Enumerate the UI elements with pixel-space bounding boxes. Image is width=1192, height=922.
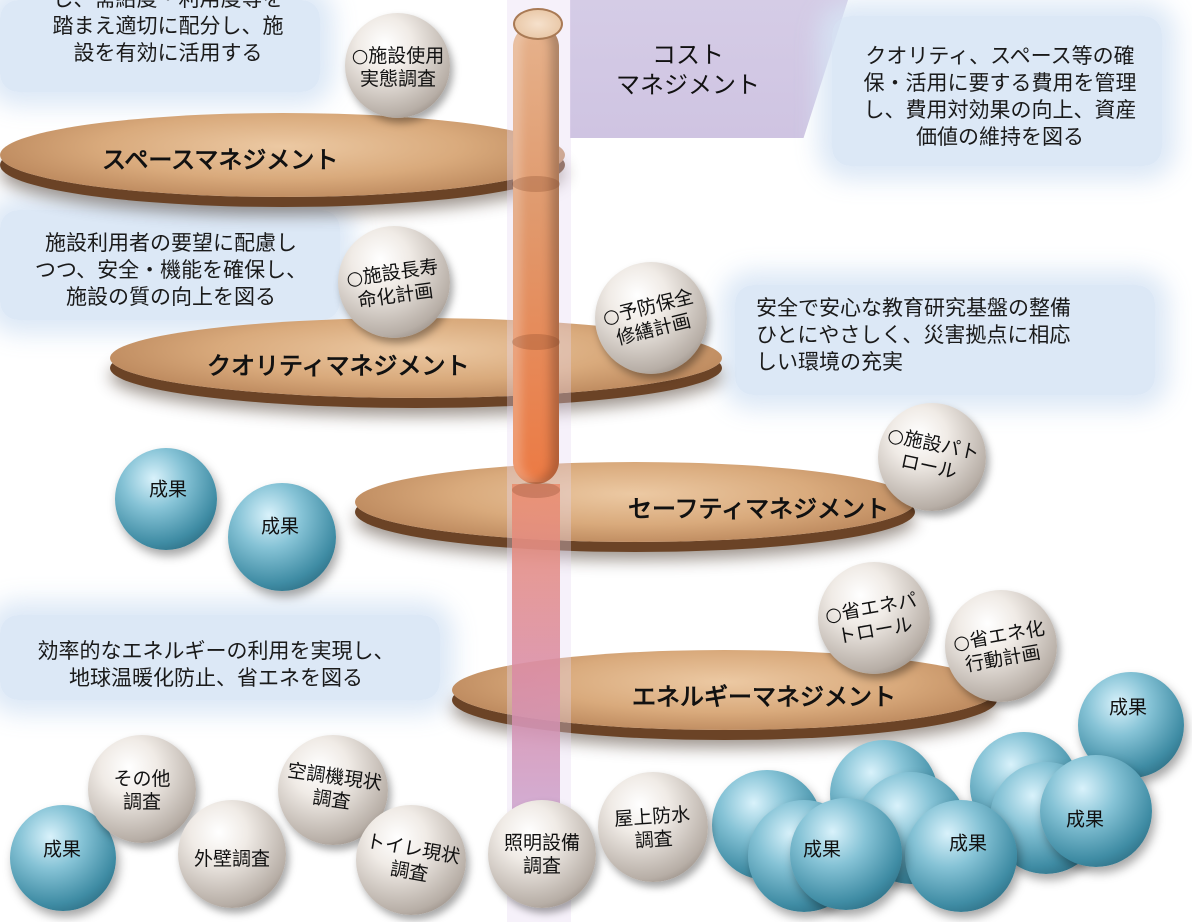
safety-description: 安全で安心な教育研究基盤の整備 ひとにやさしく、災害拠点に相応 しい環境の充実: [756, 296, 1071, 374]
result-label: 成果: [42, 838, 82, 861]
pillar-ring: [512, 482, 560, 498]
result-label: 成果: [260, 515, 300, 538]
pearl-sphere: [345, 13, 450, 118]
other-survey-label: その他 調査: [113, 768, 171, 813]
pearl-sphere: [488, 800, 596, 908]
result-label: 成果: [148, 478, 188, 501]
space-description: し、需給度・利用度等を 踏まえ適切に配分し、施 設を有効に活用する: [52, 0, 284, 65]
quality-description: 施設利用者の要望に配慮し つつ、安全・機能を確保し、 施設の質の向上を図る: [34, 231, 308, 309]
exterior-wall-survey-label: 外壁調査: [193, 848, 270, 870]
result-label: 成果: [948, 832, 988, 855]
result-label: 成果: [1108, 696, 1148, 719]
cost-description: クオリティ、スペース等の確 保・活用に要する費用を管理 し、費用対効果の向上、資…: [863, 44, 1137, 149]
space-management-label: スペースマネジメント: [102, 146, 339, 174]
cost-pillar: [513, 24, 559, 484]
cost-management-panel: [570, 0, 848, 138]
safety-management-disc: [355, 462, 915, 542]
result-label: 成果: [1065, 808, 1105, 831]
pillar-ring: [512, 334, 560, 350]
energy-description: 効率的なエネルギーの利用を実現し、 地球温暖化防止、省エネを図る: [37, 639, 395, 690]
safety-management-label: セーフティマネジメント: [628, 495, 890, 523]
pearl-sphere: [818, 562, 930, 674]
quality-desc-panel: [0, 210, 340, 320]
pearl-sphere: [338, 226, 450, 338]
result-sphere: [228, 483, 336, 591]
cost-pillar-lower: [512, 484, 560, 844]
result-sphere: [1040, 755, 1152, 867]
pillar-ring: [512, 176, 560, 192]
cost-pillar-cap: [513, 8, 563, 40]
space-desc-panel: [0, 0, 320, 92]
cost-management-title: コスト マネジメント: [616, 41, 760, 99]
result-sphere: [10, 805, 116, 911]
energy-desc-panel: [0, 615, 440, 700]
pearl-sphere: [88, 735, 196, 843]
space-management-disc: [0, 113, 565, 197]
pearl-sphere: [945, 590, 1057, 702]
pearl-sphere: [356, 805, 466, 915]
result-sphere: [790, 798, 902, 910]
lighting-survey-label: 照明設備 調査: [503, 832, 580, 877]
pearl-sphere: [178, 800, 286, 908]
pearl-sphere: [598, 772, 708, 882]
cost-desc-panel: [832, 16, 1162, 166]
roof-waterproofing-survey-label: 屋上防水 調査: [613, 803, 691, 853]
pearl-sphere: [595, 262, 707, 374]
energy-management-label: エネルギーマネジメント: [632, 683, 896, 711]
quality-management-label: クオリティマネジメント: [207, 352, 470, 380]
result-sphere: [905, 800, 1017, 912]
pearl-sphere: [878, 403, 986, 511]
result-label: 成果: [802, 838, 842, 861]
safety-desc-panel: [735, 285, 1155, 395]
result-sphere: [115, 448, 217, 550]
facility-usage-survey-label: ○施設使用 実態調査: [351, 45, 445, 90]
